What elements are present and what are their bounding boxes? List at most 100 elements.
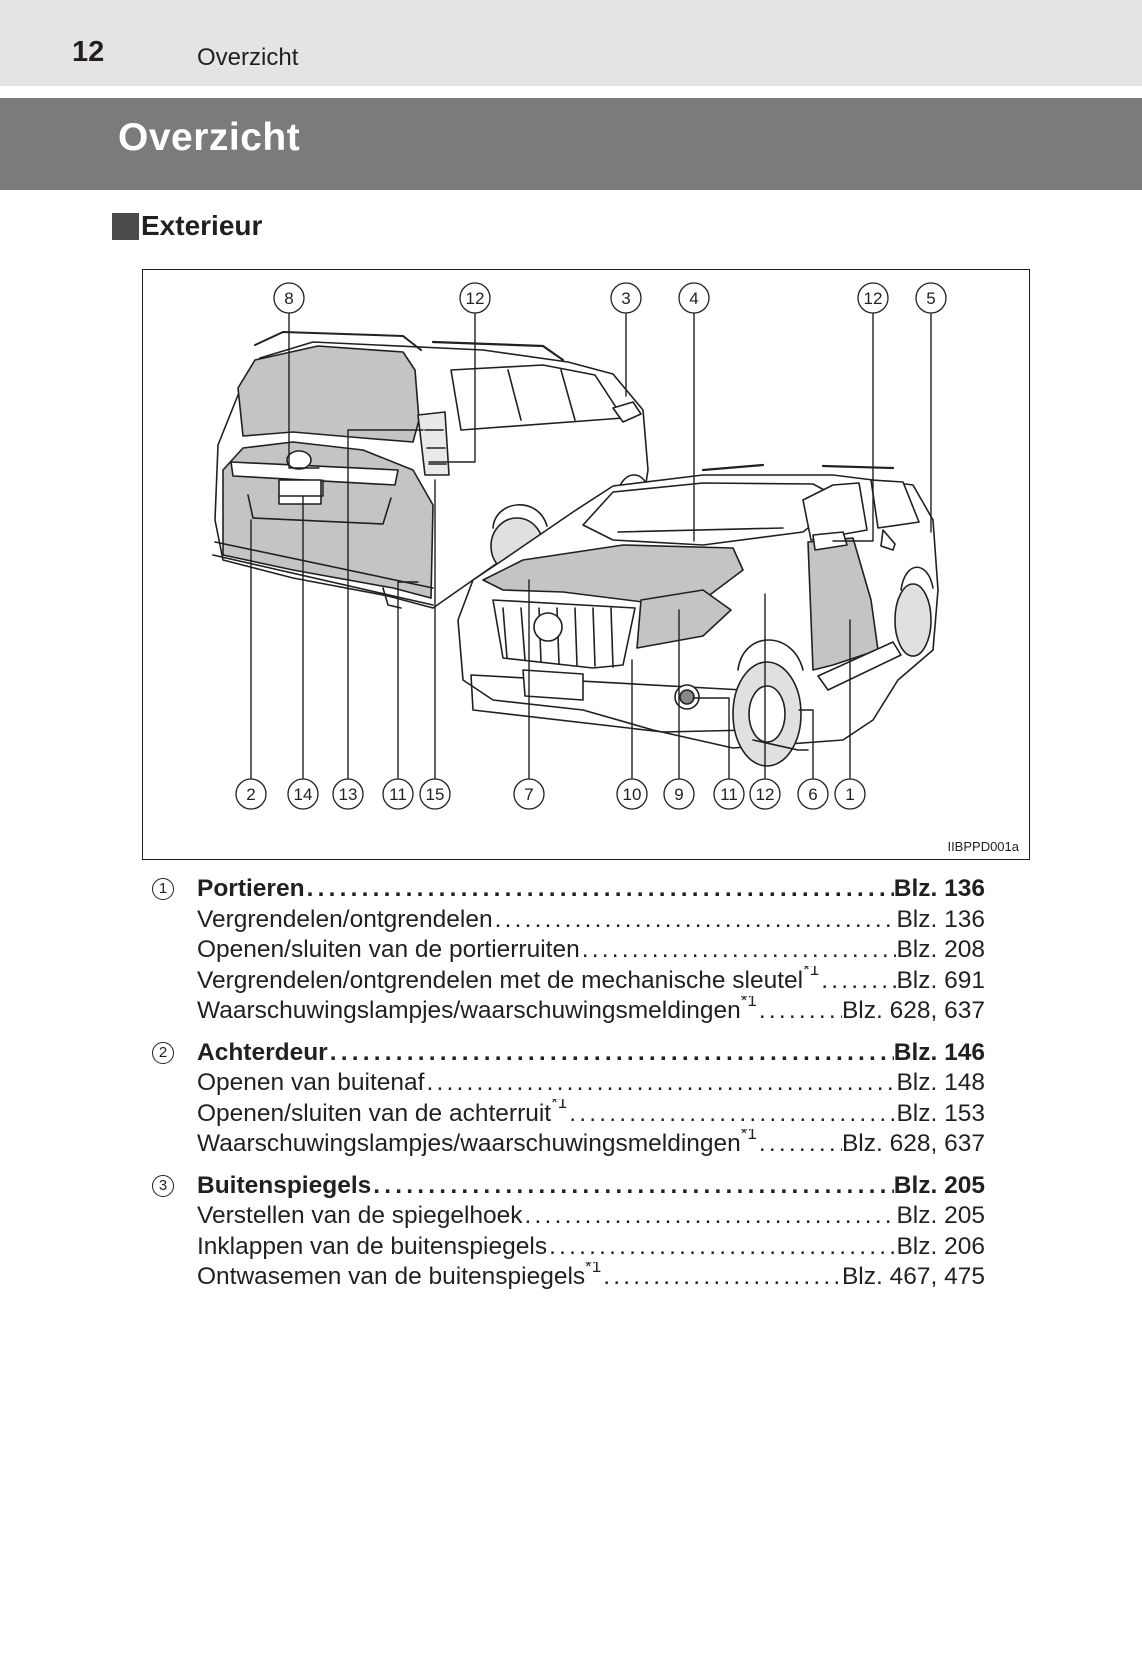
callout-6-bottom <box>797 778 829 810</box>
callout-number: 14 <box>294 785 313 804</box>
entry-title: Portieren <box>197 875 305 902</box>
exterior-figure: 8 12 3 4 12 5 2 14 13 11 15 7 10 9 11 12… <box>142 269 1030 860</box>
entry-title: Achterdeur <box>197 1038 328 1066</box>
title-band <box>0 98 1142 190</box>
entry-number: 3 <box>152 1174 174 1197</box>
callout-3-top <box>610 282 642 314</box>
page-reference: Blz. 206 <box>896 1232 985 1260</box>
square-bullet-icon <box>112 212 139 240</box>
entry-outside-mirrors: 3 Buitenspiegels .......................… <box>152 1171 985 1293</box>
footnote-marker: *1 <box>551 1098 568 1113</box>
callout-number: 5 <box>926 289 935 308</box>
callout-14-bottom <box>287 778 319 810</box>
callout-11-bottom-right <box>713 778 745 810</box>
dot-leader: ........................................… <box>524 1202 897 1229</box>
figure-code: IIBPPD001a <box>947 839 1019 854</box>
entry-sub-row: Waarschuwingslampjes/waarschuwingsmeldin… <box>152 1129 985 1160</box>
page-reference: Blz. 136 <box>896 905 985 933</box>
page-reference: Blz. 467, 475 <box>841 1263 985 1290</box>
callout-number: 11 <box>389 785 407 804</box>
callout-number: 15 <box>426 785 445 804</box>
callout-number: 12 <box>756 785 775 804</box>
sub-label: Waarschuwingslampjes/waarschuwingsmeldin… <box>197 1130 741 1157</box>
footnote-marker: *1 <box>585 1262 602 1276</box>
entry-back-door: 2 Achterdeur ...........................… <box>152 1038 985 1160</box>
entry-sub-row: Vergrendelen/ontgrendelen met de mechani… <box>152 966 985 997</box>
dot-leader: ........................................… <box>603 1263 842 1290</box>
callout-number: 8 <box>284 289 293 308</box>
page-title: Overzicht <box>118 116 301 159</box>
callout-number: 3 <box>621 289 630 308</box>
page-reference: Blz. 146 <box>893 1038 985 1066</box>
footnote-marker: *1 <box>740 996 757 1010</box>
callout-12-bottom <box>749 778 781 810</box>
callout-5-top <box>915 282 947 314</box>
callout-number: 12 <box>466 289 485 308</box>
entry-number: 2 <box>152 1041 174 1064</box>
dot-leader: ........................................… <box>569 1099 896 1127</box>
callout-8-top <box>273 282 305 314</box>
page-number: 12 <box>72 36 105 68</box>
callout-number: 13 <box>339 785 358 804</box>
callout-number: 7 <box>524 785 533 804</box>
front-vehicle-drawing <box>457 463 939 767</box>
callout-numbers: 8 12 3 4 12 5 2 14 13 11 15 7 10 9 11 12… <box>246 289 935 804</box>
callout-number: 4 <box>689 289 698 308</box>
footnote-marker: *1 <box>803 965 820 980</box>
entry-main-row: 1 Portieren ............................… <box>152 874 985 905</box>
entry-sub-row: Ontwasemen van de buitenspiegels*1 .....… <box>152 1262 985 1293</box>
sub-label: Openen/sluiten van de achterruit <box>197 1099 552 1127</box>
footnote-marker: *1 <box>740 1129 757 1143</box>
vehicle-illustration: 8 12 3 4 12 5 2 14 13 11 15 7 10 9 11 12… <box>212 282 947 810</box>
page-reference: Blz. 153 <box>896 1099 985 1127</box>
header-band <box>0 0 1142 86</box>
sub-label: Openen van buitenaf <box>197 1069 425 1096</box>
sub-label: Ontwasemen van de buitenspiegels <box>197 1263 586 1290</box>
callout-7-bottom <box>513 778 545 810</box>
dot-leader: ........................................… <box>373 1171 893 1199</box>
callout-13-bottom <box>332 778 364 810</box>
entry-doors: 1 Portieren ............................… <box>152 874 985 1027</box>
entry-sub-row: Openen/sluiten van de portierruiten ....… <box>152 935 985 966</box>
dot-leader: ........................................… <box>581 936 897 963</box>
callout-11-bottom-left <box>382 778 414 810</box>
callout-15-bottom <box>419 778 451 810</box>
page-reference: Blz. 148 <box>896 1069 985 1096</box>
dot-leader: ........................................… <box>821 966 896 994</box>
callout-number: 2 <box>246 785 255 804</box>
entry-main-row: 3 Buitenspiegels .......................… <box>152 1171 985 1202</box>
page-reference: Blz. 205 <box>896 1202 985 1229</box>
entry-sub-row: Openen van buitenaf ....................… <box>152 1068 985 1099</box>
entry-sub-row: Openen/sluiten van de achterruit*1 .....… <box>152 1099 985 1130</box>
sub-label: Openen/sluiten van de portierruiten <box>197 936 580 963</box>
page-reference: Blz. 628, 637 <box>841 1130 985 1157</box>
dot-leader: ........................................… <box>549 1232 897 1260</box>
callout-number: 9 <box>674 785 683 804</box>
dot-leader: ........................................… <box>329 1038 894 1066</box>
sub-label: Inklappen van de buitenspiegels <box>197 1232 548 1260</box>
rear-vehicle-drawing <box>212 331 649 609</box>
page-reference: Blz. 628, 637 <box>841 997 985 1024</box>
page-reference: Blz. 208 <box>896 936 985 963</box>
page-reference: Blz. 136 <box>893 875 985 902</box>
dot-leader: ........................................… <box>758 1130 842 1157</box>
page-reference: Blz. 205 <box>893 1171 985 1199</box>
page-reference: Blz. 691 <box>896 966 985 994</box>
entry-sub-row: Vergrendelen/ontgrendelen ..............… <box>152 905 985 936</box>
callout-leader-lines <box>250 313 932 779</box>
callout-number: 10 <box>623 785 642 804</box>
sub-label: Vergrendelen/ontgrendelen met de mechani… <box>197 966 804 994</box>
entry-list: 1 Portieren ............................… <box>152 874 985 1304</box>
callout-12-top-left <box>459 282 491 314</box>
callout-number: 6 <box>808 785 817 804</box>
sub-label: Verstellen van de spiegelhoek <box>197 1202 523 1229</box>
callout-circles <box>235 282 947 810</box>
callout-1-bottom <box>834 778 866 810</box>
dot-leader: ........................................… <box>494 905 897 933</box>
section-heading: Exterieur <box>112 210 262 242</box>
dot-leader: ........................................… <box>426 1069 897 1096</box>
callout-number: 11 <box>720 785 738 804</box>
entry-sub-row: Inklappen van de buitenspiegels ........… <box>152 1232 985 1263</box>
callout-10-bottom <box>616 778 648 810</box>
callout-4-top <box>678 282 710 314</box>
